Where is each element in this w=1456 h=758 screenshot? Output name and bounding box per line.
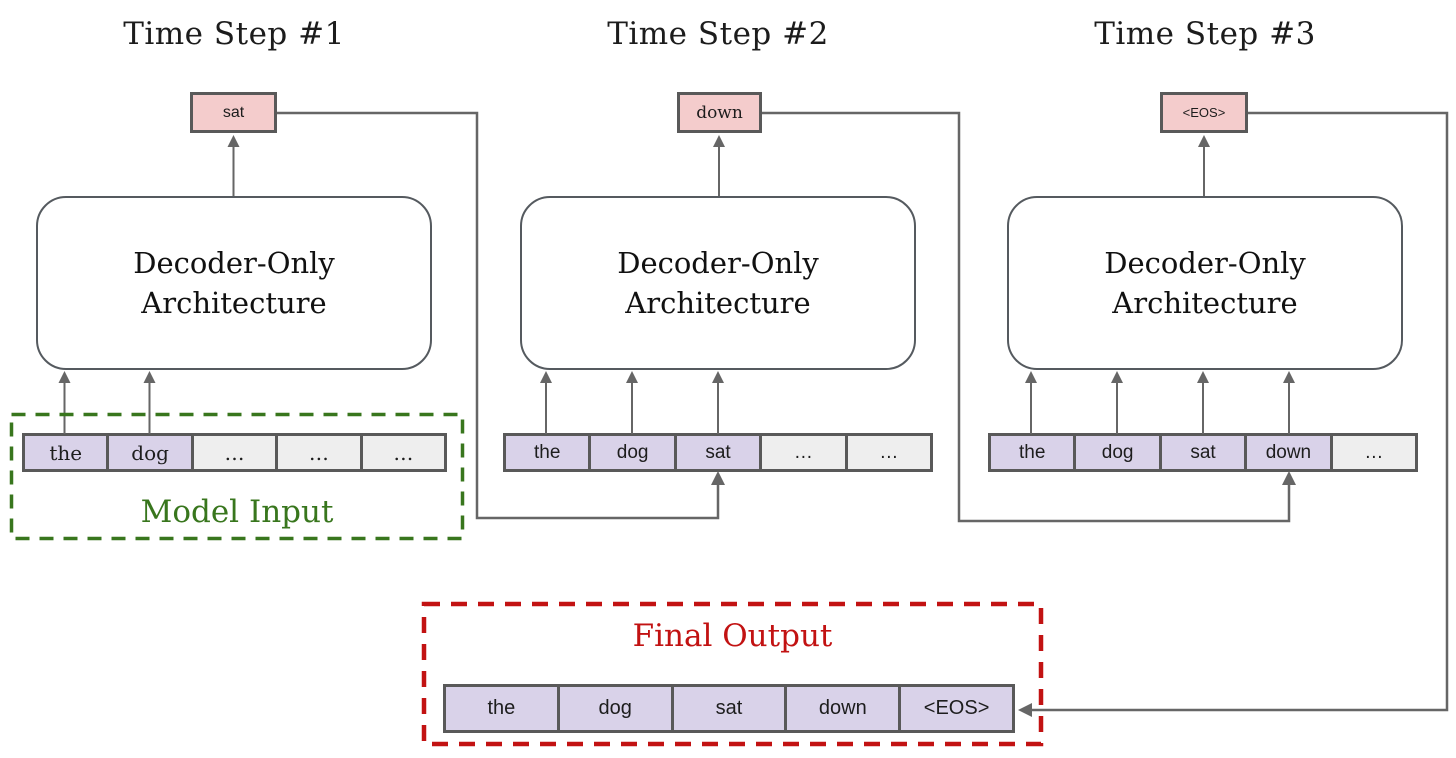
token-cell: …: [759, 436, 845, 469]
step3-decoder-box: Decoder-Only Architecture: [1007, 196, 1403, 370]
token-cell: dog: [1073, 436, 1159, 469]
step2-input-token-row: the dog sat … …: [503, 433, 933, 472]
token-cell: sat: [670, 687, 785, 730]
step2-decoder-box: Decoder-Only Architecture: [520, 196, 916, 370]
time-step-1-title: Time Step #1: [123, 16, 345, 52]
step2-output-token-box: down: [677, 92, 762, 133]
token-cell: …: [190, 436, 276, 469]
arrowheads-up-into-decoder: [58, 371, 1295, 383]
token-cell: the: [446, 687, 557, 730]
final-output-label: Final Output: [632, 618, 833, 654]
token-cell: sat: [673, 436, 760, 469]
token-cell: the: [991, 436, 1074, 469]
token-cell: <EOS>: [898, 687, 1012, 730]
model-input-label: Model Input: [140, 494, 334, 530]
token-cell: the: [506, 436, 589, 469]
time-step-3-title: Time Step #3: [1094, 16, 1316, 52]
token-cell: dog: [106, 436, 191, 469]
token-cell: sat: [1158, 436, 1245, 469]
step3-decoder-label: Decoder-Only Architecture: [1104, 245, 1306, 320]
token-cell: dog: [588, 436, 674, 469]
feedback-arrowheads: [711, 471, 1296, 717]
token-cell: the: [25, 436, 107, 469]
decoder-to-output-arrows: [232, 141, 1205, 196]
token-cell: …: [275, 436, 360, 469]
token-cell: …: [359, 436, 445, 469]
step3-input-token-row: the dog sat down …: [988, 433, 1418, 472]
token-cell: …: [844, 436, 931, 469]
step1-input-token-row: the dog … … …: [22, 433, 447, 472]
token-cell: …: [1329, 436, 1416, 469]
token-to-decoder-arrows: [63, 377, 1290, 434]
token-cell: dog: [556, 687, 671, 730]
step3-output-token-box: <EOS>: [1160, 92, 1248, 133]
token-cell: down: [784, 687, 899, 730]
step1-decoder-label: Decoder-Only Architecture: [133, 245, 335, 320]
token-cell: down: [1244, 436, 1330, 469]
step2-decoder-label: Decoder-Only Architecture: [617, 245, 819, 320]
time-step-2-title: Time Step #2: [607, 16, 829, 52]
step1-output-token-box: sat: [190, 92, 277, 133]
step1-decoder-box: Decoder-Only Architecture: [36, 196, 432, 370]
final-output-token-row: the dog sat down <EOS>: [443, 684, 1015, 733]
arrowheads-up-into-output: [227, 135, 1210, 147]
